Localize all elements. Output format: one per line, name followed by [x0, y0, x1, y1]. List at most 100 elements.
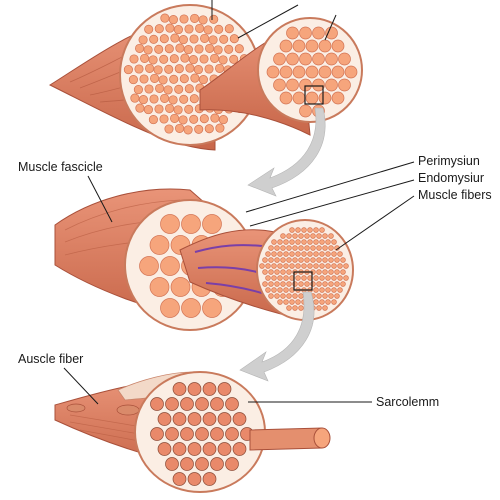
myofibril-cell — [217, 382, 232, 396]
myofibril-dot — [286, 269, 292, 275]
fascicle-cluster-fiber — [189, 114, 199, 124]
myofibril-dot — [268, 257, 274, 263]
fascicle-cluster-fiber — [185, 63, 195, 73]
fiber-cell — [338, 52, 351, 66]
fascicle — [54, 161, 415, 331]
fascicle-cluster-fiber — [204, 124, 214, 134]
myofibril-dot — [292, 245, 298, 251]
fascicle-cluster-fiber — [219, 34, 229, 44]
fascicle-cluster-fiber — [138, 35, 148, 45]
fiber-cell — [325, 52, 338, 66]
myofibril-cell — [210, 457, 224, 471]
myofibril-dot — [319, 251, 325, 257]
myofibril-dot — [325, 287, 331, 293]
fascicle-cluster-fiber — [158, 75, 168, 85]
myofibril-dot — [265, 263, 271, 269]
fascicle-cluster-fiber — [210, 53, 220, 63]
myofibril-dot — [316, 293, 322, 299]
myofibril-dot — [319, 227, 325, 233]
fascicle-cluster-fiber — [174, 84, 184, 94]
fascicle-cluster-fiber — [184, 104, 194, 114]
myofibril-dot — [304, 233, 310, 239]
myofibril-dot — [286, 233, 292, 239]
fascicle-cluster-fiber — [213, 45, 223, 55]
myofibril-dot — [265, 275, 271, 281]
fascicle-cluster-fiber — [135, 103, 145, 113]
fascicle-cluster-fiber — [165, 103, 175, 113]
myofibril-dot — [307, 263, 313, 269]
myofibril-dot — [268, 269, 274, 275]
myofibril-dot — [325, 239, 331, 245]
fascicle-cluster-fiber — [168, 15, 178, 25]
fiber-cell — [318, 65, 332, 79]
myofibril-cell — [225, 427, 239, 441]
myofibril-dot — [277, 287, 283, 293]
myofibril-dot — [325, 263, 331, 269]
myofibril-dot — [277, 239, 283, 245]
myofibril-dot — [262, 257, 268, 263]
fascicle-cluster-fiber — [175, 43, 185, 53]
fascicle-cluster-fiber — [160, 13, 170, 23]
fascicle-cluster-fiber — [200, 33, 210, 43]
myofibril-dot — [283, 239, 289, 245]
fascicle-cluster-fiber — [210, 113, 220, 123]
fascicle-cluster-fiber — [234, 44, 244, 54]
myofibril-dot — [334, 269, 340, 275]
fascicle-cluster-fiber — [198, 75, 208, 85]
myofibril-dot — [322, 305, 328, 311]
fascicle-cluster-fiber — [195, 23, 205, 33]
fascicle-cluster-fiber — [178, 115, 188, 125]
fascicle-cluster-fiber — [139, 74, 149, 84]
myofibril-cell — [187, 442, 202, 456]
myofibril-dot — [307, 227, 313, 233]
fascicle-cluster-fiber — [164, 124, 174, 134]
fiber-cell — [160, 214, 180, 234]
myofibril-dot — [280, 245, 286, 251]
myofibril-cell — [202, 442, 217, 456]
fiber-cell — [160, 298, 180, 318]
myofibril-dot — [271, 263, 277, 269]
fascicle-cluster-fiber — [154, 24, 164, 34]
fascicle-cluster-fiber — [154, 44, 164, 54]
myofibril-dot — [265, 287, 271, 293]
fiber-cell — [181, 298, 201, 318]
myofibril-dot — [301, 239, 307, 245]
fascicle-cluster-fiber — [189, 34, 199, 44]
myofibril-cell — [165, 457, 179, 471]
fiber-cell — [279, 65, 293, 79]
myofibril-dot — [289, 239, 295, 245]
fascicle-cluster-fiber — [148, 115, 158, 125]
myofibril-cell — [232, 412, 247, 426]
myofibril-dot — [271, 287, 277, 293]
fascicle-cluster-fiber — [184, 84, 194, 94]
myofibril-dot — [334, 257, 340, 263]
myofibril-dot — [280, 293, 286, 299]
fascicle-cluster-fiber — [154, 104, 164, 114]
fascicle-cluster-fiber — [169, 74, 179, 84]
myofibril-cell — [225, 397, 239, 411]
fascicle-cluster-fiber — [208, 35, 218, 45]
myofibril-dot — [289, 263, 295, 269]
fascicle-cluster-fiber — [168, 95, 178, 105]
fascicle-cluster-fiber — [188, 55, 198, 65]
fiber-cell — [331, 91, 345, 105]
fascicle-cluster-fiber — [215, 123, 225, 133]
leader-endomysium — [249, 179, 415, 227]
myofibril-dot — [313, 227, 319, 233]
fascicle-cluster-fiber — [155, 83, 165, 93]
myofibril-dot — [334, 293, 340, 299]
myofibril-dot — [319, 287, 325, 293]
myofibril-dot — [310, 233, 316, 239]
myofibril-dot — [271, 275, 277, 281]
fascicle-cluster-fiber — [144, 84, 154, 94]
myofibril-cell — [210, 397, 224, 411]
myofibril-dot — [313, 251, 319, 257]
myofibril-dot — [265, 251, 271, 257]
fiber-cell — [170, 277, 191, 297]
myofibril-dot — [295, 263, 301, 269]
fiber-cell — [286, 78, 299, 92]
fiber-cell — [279, 39, 293, 53]
fascicle-cluster-fiber — [173, 25, 183, 35]
myofibril-dot — [322, 281, 328, 287]
